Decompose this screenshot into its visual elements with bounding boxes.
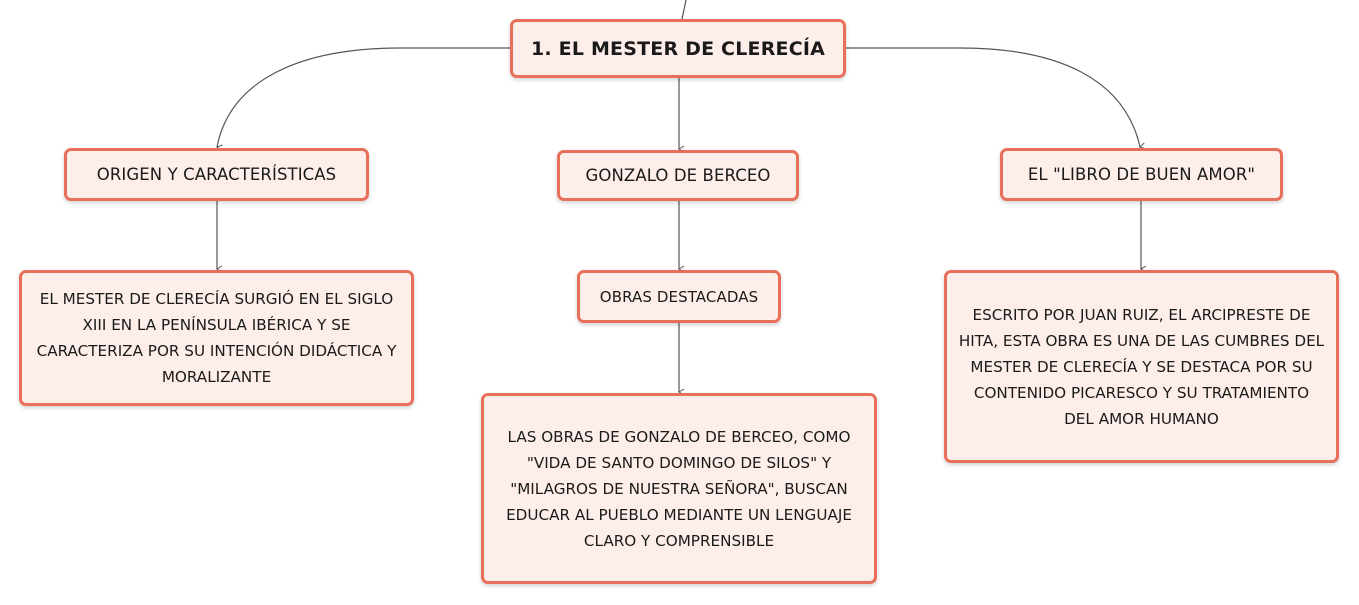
detail-origen-y-caracteristicas[interactable]: EL MESTER DE CLERECÍA SURGIÓ EN EL SIGLO… bbox=[19, 270, 414, 406]
detail-text: LAS OBRAS DE GONZALO DE BERCEO, COMO "VI… bbox=[506, 427, 852, 550]
topic-label: GONZALO DE BERCEO bbox=[585, 166, 771, 185]
subtopic-label: OBRAS DESTACADAS bbox=[599, 287, 759, 306]
connector-root-to-libro bbox=[846, 47, 1146, 150]
connector-root-to-origen bbox=[216, 47, 510, 152]
connector-parent-to-root bbox=[681, 0, 687, 20]
topic-label: ORIGEN Y CARACTERÍSTICAS bbox=[96, 165, 337, 184]
root-node[interactable]: 1. EL MESTER DE CLERECÍA bbox=[510, 19, 846, 78]
detail-libro-de-buen-amor[interactable]: ESCRITO POR JUAN RUIZ, EL ARCIPRESTE DE … bbox=[944, 270, 1339, 463]
topic-origen-y-caracteristicas[interactable]: ORIGEN Y CARACTERÍSTICAS bbox=[64, 148, 369, 201]
detail-text: ESCRITO POR JUAN RUIZ, EL ARCIPRESTE DE … bbox=[958, 305, 1325, 428]
detail-obras-destacadas[interactable]: LAS OBRAS DE GONZALO DE BERCEO, COMO "VI… bbox=[481, 393, 877, 584]
subtopic-obras-destacadas[interactable]: OBRAS DESTACADAS bbox=[577, 270, 781, 323]
topic-gonzalo-de-berceo[interactable]: GONZALO DE BERCEO bbox=[557, 150, 799, 201]
topic-label: EL "LIBRO DE BUEN AMOR" bbox=[1027, 165, 1256, 184]
detail-text: EL MESTER DE CLERECÍA SURGIÓ EN EL SIGLO… bbox=[36, 290, 397, 386]
root-node-title: 1. EL MESTER DE CLERECÍA bbox=[530, 37, 826, 60]
topic-libro-de-buen-amor[interactable]: EL "LIBRO DE BUEN AMOR" bbox=[1000, 148, 1283, 201]
